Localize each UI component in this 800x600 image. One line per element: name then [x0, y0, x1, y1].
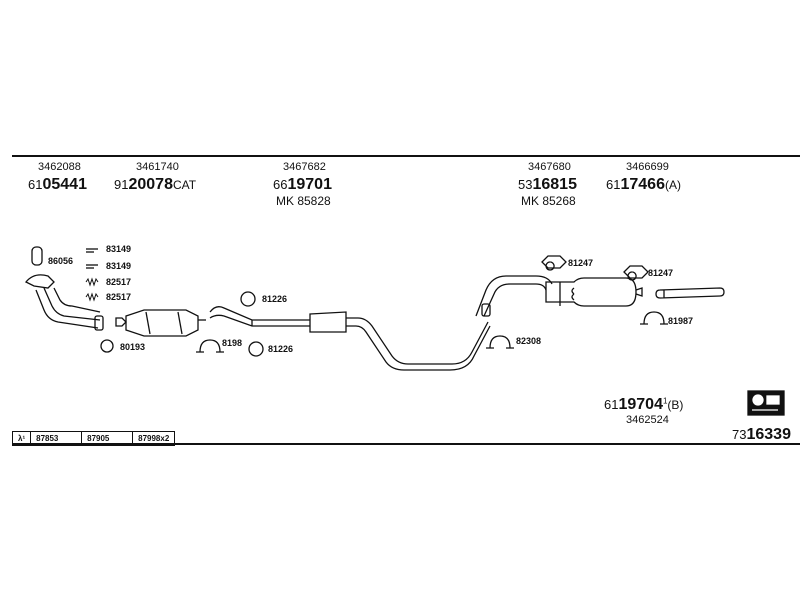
oem-number-4: 3467680 — [528, 161, 571, 173]
part-prefix: 61 — [28, 177, 43, 192]
front-pipe-icon — [24, 274, 104, 331]
label-83149b: 83149 — [106, 261, 132, 271]
label-82517b: 82517 — [106, 292, 132, 302]
spring-82517-icon — [85, 277, 99, 302]
rear-silencer-icon — [475, 275, 643, 317]
label-80193: 80193 — [120, 342, 146, 352]
label-82308: 82308 — [516, 336, 542, 346]
part-main: 19704 — [618, 396, 663, 413]
label-8198: 8198 — [222, 338, 243, 348]
part-suffix: (A) — [664, 178, 681, 192]
part-number-4: 5316815 — [518, 176, 577, 194]
mk-number-4: MK 85268 — [521, 194, 576, 208]
part-prefix: 91 — [114, 177, 129, 192]
part-main: 16815 — [532, 176, 577, 193]
logo-icon — [747, 390, 785, 416]
top-rule — [12, 155, 800, 157]
label-81247b: 81247 — [648, 268, 674, 278]
label-81987: 81987 — [668, 316, 694, 326]
label-82517a: 82517 — [106, 277, 132, 287]
part-prefix: 61 — [604, 397, 619, 412]
oem-number-1: 3462088 — [38, 161, 81, 173]
label-81226b: 81226 — [268, 344, 294, 354]
part-prefix: 66 — [273, 177, 288, 192]
ring-81226-icon — [240, 291, 256, 307]
centre-pipe-icon — [209, 306, 491, 371]
accessory-table: λ¹ 87853 87905 87998x2 — [12, 431, 176, 446]
part-suffix: (B) — [667, 398, 684, 412]
ring-81226b-icon — [248, 341, 264, 357]
table-cell: λ¹ — [13, 432, 32, 445]
clamp-8198-icon — [196, 339, 224, 353]
diagram-prefix: 73 — [732, 427, 747, 442]
part-number-3: 6619701 — [273, 176, 332, 194]
part-number-1: 6105441 — [28, 176, 87, 194]
hanger-81247-icon — [541, 255, 567, 271]
clamp-81987-icon — [640, 311, 668, 325]
label-81226a: 81226 — [262, 294, 288, 304]
table-cell: 87905 — [82, 432, 134, 445]
part-main: 05441 — [42, 176, 87, 193]
diagram-main: 16339 — [746, 426, 791, 443]
clamp-82308-icon — [486, 335, 514, 349]
oem-number-3: 3467682 — [283, 161, 326, 173]
part-suffix: CAT — [172, 178, 197, 192]
catalytic-converter-icon — [115, 309, 206, 337]
part-main: 20078 — [128, 176, 173, 193]
mk-number-3: MK 85828 — [276, 194, 331, 208]
part-prefix: 61 — [606, 177, 621, 192]
part-number-5: 6117466(A) — [606, 176, 681, 194]
diagram-number: 7316339 — [732, 426, 791, 444]
label-81247a: 81247 — [568, 258, 594, 268]
part-number-2: 9120078CAT — [114, 176, 196, 194]
part-main: 17466 — [620, 176, 665, 193]
hanger-81247b-icon — [623, 265, 649, 281]
oem-number-2: 3461740 — [136, 161, 179, 173]
part-prefix: 53 — [518, 177, 533, 192]
label-83149a: 83149 — [106, 244, 132, 254]
table-cell: 87853 — [31, 432, 83, 445]
stud-83149-icon — [86, 248, 98, 269]
gasket-86056-icon — [31, 246, 43, 266]
part-superscript: 1 — [662, 396, 668, 406]
oem-number-5: 3466699 — [626, 161, 669, 173]
oem-number-bottom: 3462524 — [626, 414, 669, 426]
part-main: 19701 — [287, 176, 332, 193]
part-number-bottom: 61197041(B) — [604, 396, 683, 414]
bottom-rule — [12, 443, 800, 445]
ring-80193-icon — [100, 339, 114, 353]
table-cell: 87998x2 — [138, 434, 170, 443]
tailpipe-icon — [655, 287, 725, 299]
label-86056: 86056 — [48, 256, 74, 266]
